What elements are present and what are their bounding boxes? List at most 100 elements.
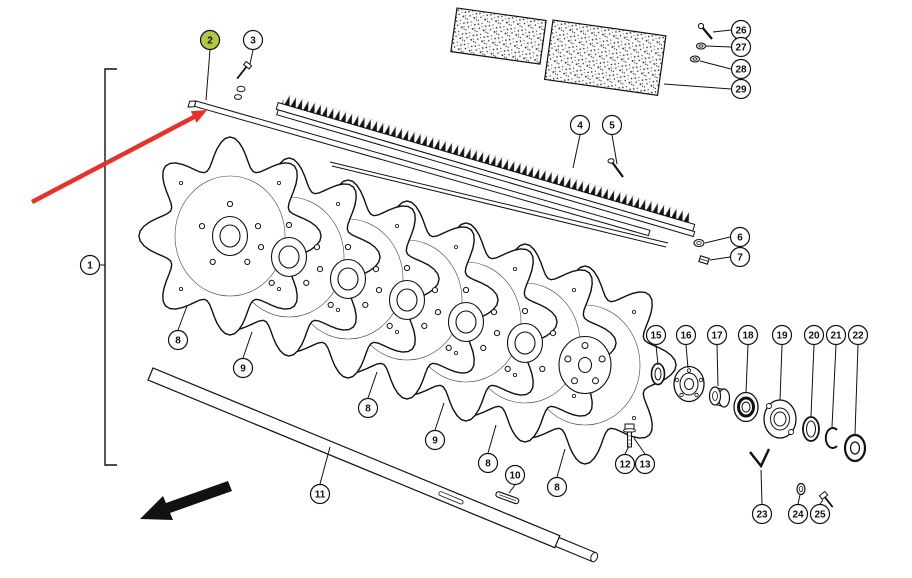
callout-16-18[interactable]: 16	[675, 324, 697, 369]
callout-3-1[interactable]: 3	[242, 29, 264, 65]
callout-label: 28	[735, 65, 747, 76]
callout-bubble[interactable]	[737, 324, 759, 346]
callout-bubble[interactable]	[357, 397, 379, 419]
callout-bubble[interactable]	[729, 246, 751, 268]
callout-27-3[interactable]: 27	[705, 36, 752, 58]
flange-hub-part16	[673, 365, 705, 403]
callout-10-27[interactable]: 10	[504, 464, 526, 494]
washer-part28	[689, 55, 701, 63]
callout-bubble[interactable]	[167, 329, 189, 351]
callout-bubble[interactable]	[645, 324, 667, 346]
callout-29-5[interactable]: 29	[663, 78, 752, 100]
circlip-part21	[824, 427, 838, 449]
callout-bubble[interactable]	[546, 476, 568, 498]
callout-bubble[interactable]	[79, 254, 101, 276]
callout-label: 27	[735, 43, 747, 54]
callout-2-0[interactable]: 2	[199, 29, 221, 101]
callout-label: 16	[680, 331, 692, 342]
callout-bubble[interactable]	[569, 114, 591, 136]
callout-8-15[interactable]: 8	[477, 424, 499, 474]
callout-bubble[interactable]	[847, 324, 869, 346]
callout-label: 10	[509, 471, 521, 482]
bearing-part18	[733, 391, 759, 423]
callout-15-17[interactable]: 15	[645, 324, 667, 366]
callout-label: 8	[365, 404, 371, 415]
callout-bubble[interactable]	[504, 464, 526, 486]
shaft-keyway-slot	[438, 491, 464, 505]
callout-7-9[interactable]: 7	[709, 246, 751, 268]
ledger-strip-part2	[187, 100, 651, 237]
callout-8-16[interactable]: 8	[546, 448, 568, 498]
callout-1-10[interactable]: 1	[79, 254, 106, 276]
callout-label: 19	[776, 331, 788, 342]
red-pointer-arrow-icon	[30, 110, 207, 204]
callout-bubble[interactable]	[706, 324, 728, 346]
callout-9-12[interactable]: 9	[232, 331, 254, 379]
ring-part20	[802, 416, 820, 442]
callout-bubble[interactable]	[634, 453, 656, 475]
callout-bubble[interactable]	[730, 78, 752, 100]
speckled-panel-1	[450, 7, 547, 65]
callout-bubble[interactable]	[751, 503, 773, 525]
callout-bubble[interactable]	[730, 58, 752, 80]
callout-4-6[interactable]: 4	[569, 114, 591, 169]
callout-bubble[interactable]	[232, 357, 254, 379]
callout-12-25[interactable]: 12	[614, 445, 636, 475]
callout-5-7[interactable]: 5	[601, 114, 623, 165]
callout-bubble[interactable]	[424, 429, 446, 451]
callout-label: 7	[737, 253, 743, 264]
callout-label: 23	[756, 510, 768, 521]
callout-bubble[interactable]	[675, 324, 697, 346]
bearing-part22	[843, 433, 867, 463]
bearing-housing-part19	[763, 399, 797, 439]
disc-hub-1	[198, 200, 262, 265]
callout-label: 22	[852, 331, 864, 342]
callout-bubble[interactable]	[771, 324, 793, 346]
disc-hub-4	[375, 264, 439, 329]
callout-11-28[interactable]: 11	[309, 446, 331, 505]
disc-hub-7	[558, 335, 612, 395]
callout-bubble[interactable]	[729, 226, 751, 248]
callout-bubble[interactable]	[242, 29, 264, 51]
callout-24-30[interactable]: 24	[787, 494, 809, 525]
callout-13-26[interactable]: 13	[633, 437, 656, 475]
callout-bubble[interactable]	[614, 453, 636, 475]
callout-label: 8	[485, 459, 491, 470]
callout-17-19[interactable]: 17	[706, 324, 728, 387]
seal-ring-part15	[650, 362, 666, 386]
callout-19-21[interactable]: 19	[771, 324, 793, 401]
callout-28-4[interactable]: 28	[699, 58, 752, 80]
callout-20-22[interactable]: 20	[803, 324, 825, 417]
disc-hub-3	[316, 243, 380, 308]
callout-label: 9	[240, 364, 246, 375]
callout-bubble[interactable]	[787, 503, 809, 525]
callout-6-8[interactable]: 6	[704, 226, 751, 248]
callout-label: 9	[432, 436, 438, 447]
callout-9-14[interactable]: 9	[424, 402, 446, 451]
disc-hub-6	[493, 307, 557, 372]
speckled-panel-2	[543, 19, 667, 96]
callout-label: 24	[792, 510, 804, 521]
callout-bubble[interactable]	[803, 324, 825, 346]
callout-bubble[interactable]	[809, 503, 831, 525]
callout-label: 8	[554, 483, 560, 494]
callout-bubble[interactable]	[309, 483, 331, 505]
callout-label: 6	[737, 233, 743, 244]
callout-label: 8	[175, 336, 181, 347]
callout-23-29[interactable]: 23	[751, 469, 773, 525]
callout-label: 25	[814, 510, 826, 521]
callout-22-24[interactable]: 22	[847, 324, 869, 435]
callout-21-23[interactable]: 21	[825, 324, 847, 428]
callout-18-20[interactable]: 18	[737, 324, 759, 393]
nut-part7	[698, 255, 710, 265]
callout-bubble-selected[interactable]	[199, 29, 221, 51]
callout-8-13[interactable]: 8	[357, 371, 379, 419]
callout-bubble[interactable]	[730, 36, 752, 58]
callout-bubble[interactable]	[825, 324, 847, 346]
callout-25-31[interactable]: 25	[809, 499, 831, 525]
callout-26-2[interactable]: 26	[712, 19, 752, 41]
callout-label: 21	[830, 331, 842, 342]
callout-8-11[interactable]: 8	[167, 305, 189, 351]
callout-bubble[interactable]	[601, 114, 623, 136]
callout-bubble[interactable]	[477, 452, 499, 474]
